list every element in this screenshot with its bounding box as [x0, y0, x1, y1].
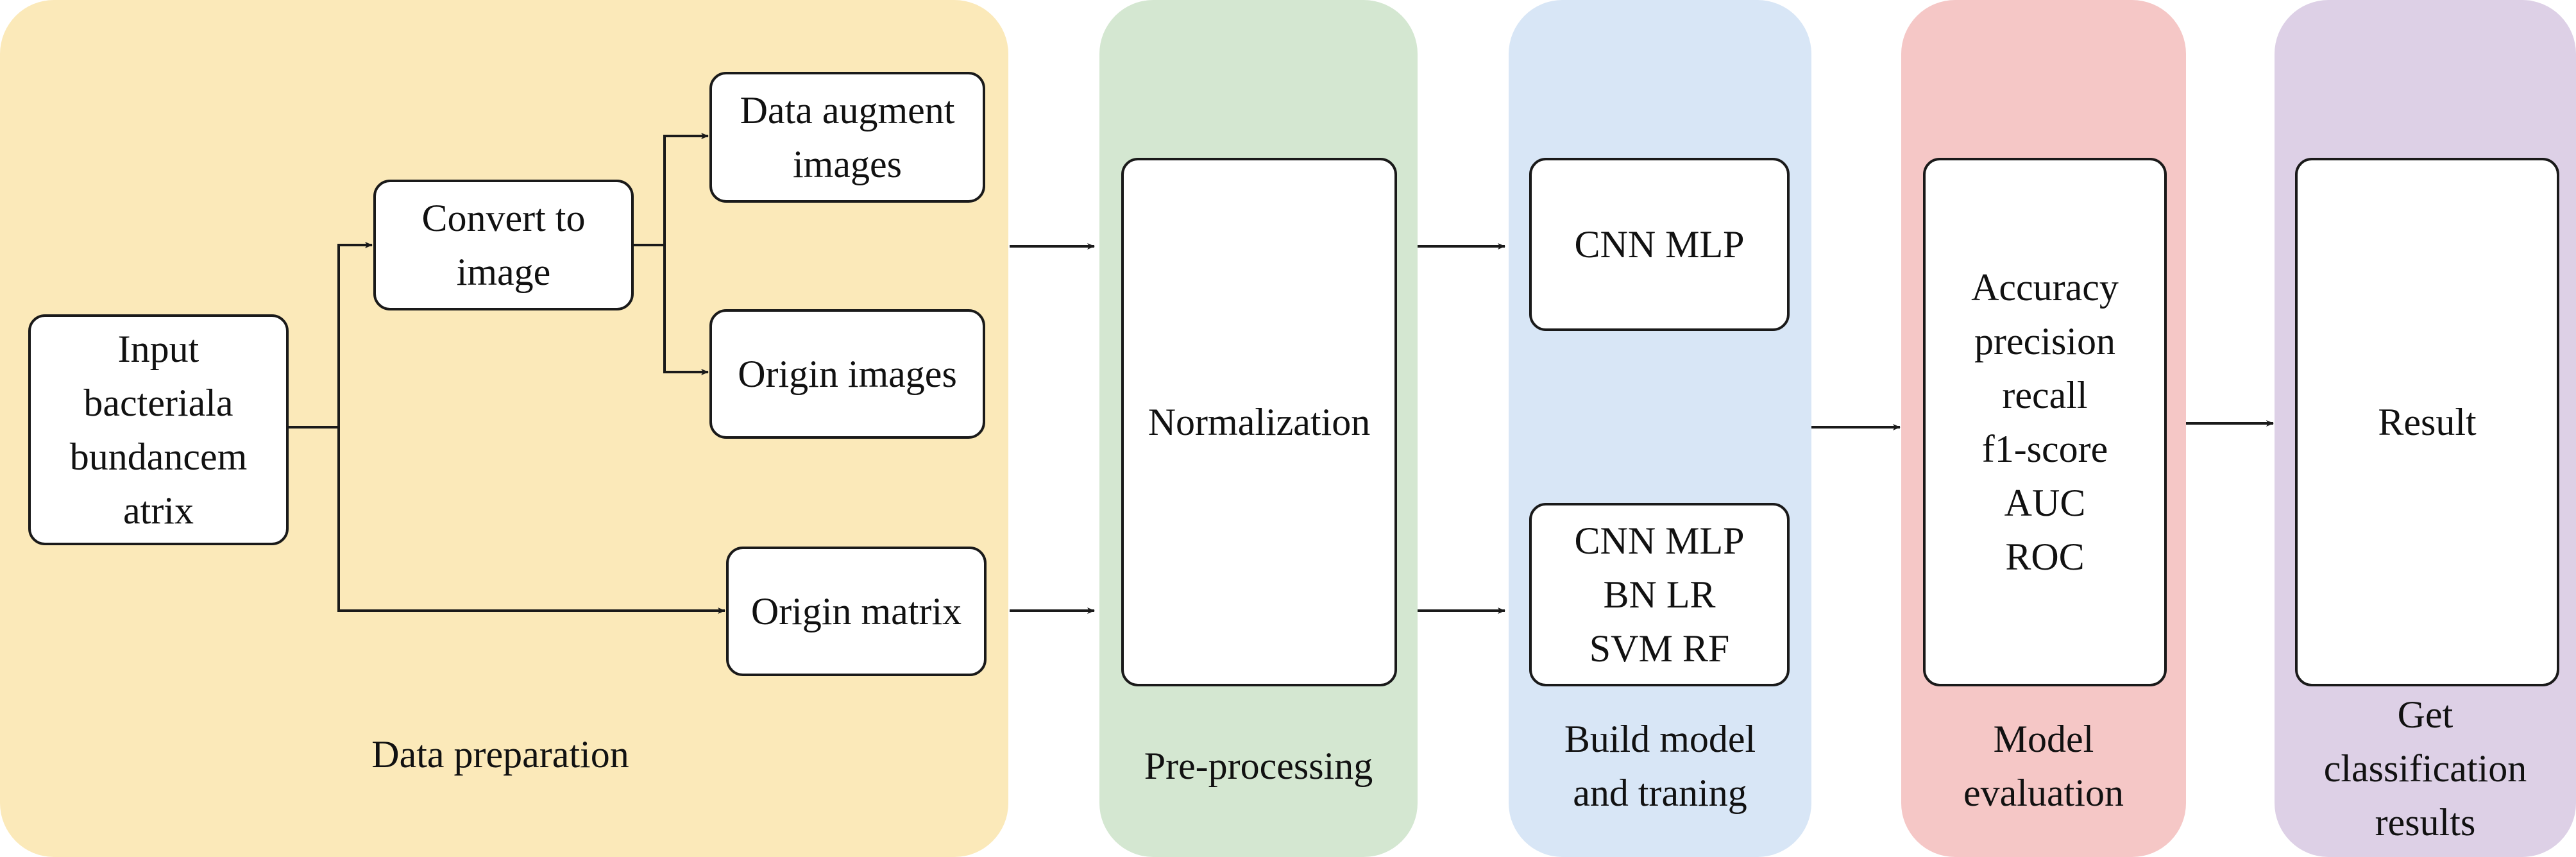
cnn-mlp-node: CNN MLP — [1529, 158, 1790, 331]
node-text-line: CNN MLP — [1574, 223, 1745, 266]
convert-to-image-node: Convert to image — [373, 180, 634, 310]
connector-to-origin-matrix — [337, 427, 725, 614]
result-node: Result — [2295, 158, 2559, 686]
connector-to-convert — [337, 242, 373, 427]
node-text-line: Data augment — [740, 89, 955, 132]
build-model-title-line: and traning — [1573, 772, 1747, 814]
model-evaluation-title-line: Model — [1993, 718, 2094, 760]
node-text-line: ROC — [2005, 536, 2085, 578]
node-text-line: BN LR — [1603, 573, 1716, 616]
node-text-line: bundancem — [69, 436, 248, 478]
node-text-line: Input — [117, 328, 199, 370]
node-text-line: atrix — [123, 489, 194, 532]
node-text-line: Convert to — [421, 197, 586, 239]
build-model-panel — [1509, 0, 1811, 857]
normalization-node: Normalization — [1121, 158, 1397, 686]
model-evaluation-title: Model evaluation — [1901, 712, 2186, 820]
node-text-line: Normalization — [1148, 401, 1371, 443]
node-text-line: Accuracy — [1971, 266, 2119, 309]
build-model-title: Build model and traning — [1509, 712, 1811, 820]
results-title-line: classification — [2323, 747, 2527, 790]
node-text-line: precision — [1974, 320, 2115, 362]
origin-matrix-node: Origin matrix — [726, 547, 987, 676]
node-text-line: Origin images — [738, 353, 957, 395]
connector-to-origin-images — [663, 245, 709, 375]
node-text-line: CNN MLP — [1574, 520, 1745, 562]
node-text-line: f1-score — [1981, 428, 2108, 470]
origin-images-node: Origin images — [709, 309, 985, 439]
data-preparation-title: Data preparation — [371, 733, 629, 776]
results-title: Get classification results — [2275, 688, 2576, 849]
input-matrix-node: Input bacteriala bundancem atrix — [28, 314, 289, 545]
build-model-title-line: Build model — [1564, 718, 1756, 760]
data-augment-images-node: Data augment images — [709, 72, 985, 203]
results-title-line: Get — [2397, 693, 2453, 736]
results-title-line: results — [2375, 801, 2476, 844]
node-text-line: recall — [2002, 374, 2088, 416]
evaluation-metrics-node: Accuracy precision recall f1-score AUC R… — [1923, 158, 2167, 686]
node-text-line: SVM RF — [1589, 627, 1730, 670]
pre-processing-title: Pre-processing — [1144, 745, 1373, 787]
node-text-line: Origin matrix — [750, 590, 962, 632]
model-evaluation-title-line: evaluation — [1963, 772, 2124, 814]
node-text-line: AUC — [2004, 482, 2086, 524]
models-node: CNN MLP BN LR SVM RF — [1529, 503, 1790, 686]
node-text-line: images — [793, 143, 902, 185]
node-text-line: Result — [2378, 401, 2477, 443]
connector-to-augment — [663, 133, 709, 245]
node-text-line: bacteriala — [83, 382, 233, 424]
node-text-line: image — [456, 251, 551, 293]
